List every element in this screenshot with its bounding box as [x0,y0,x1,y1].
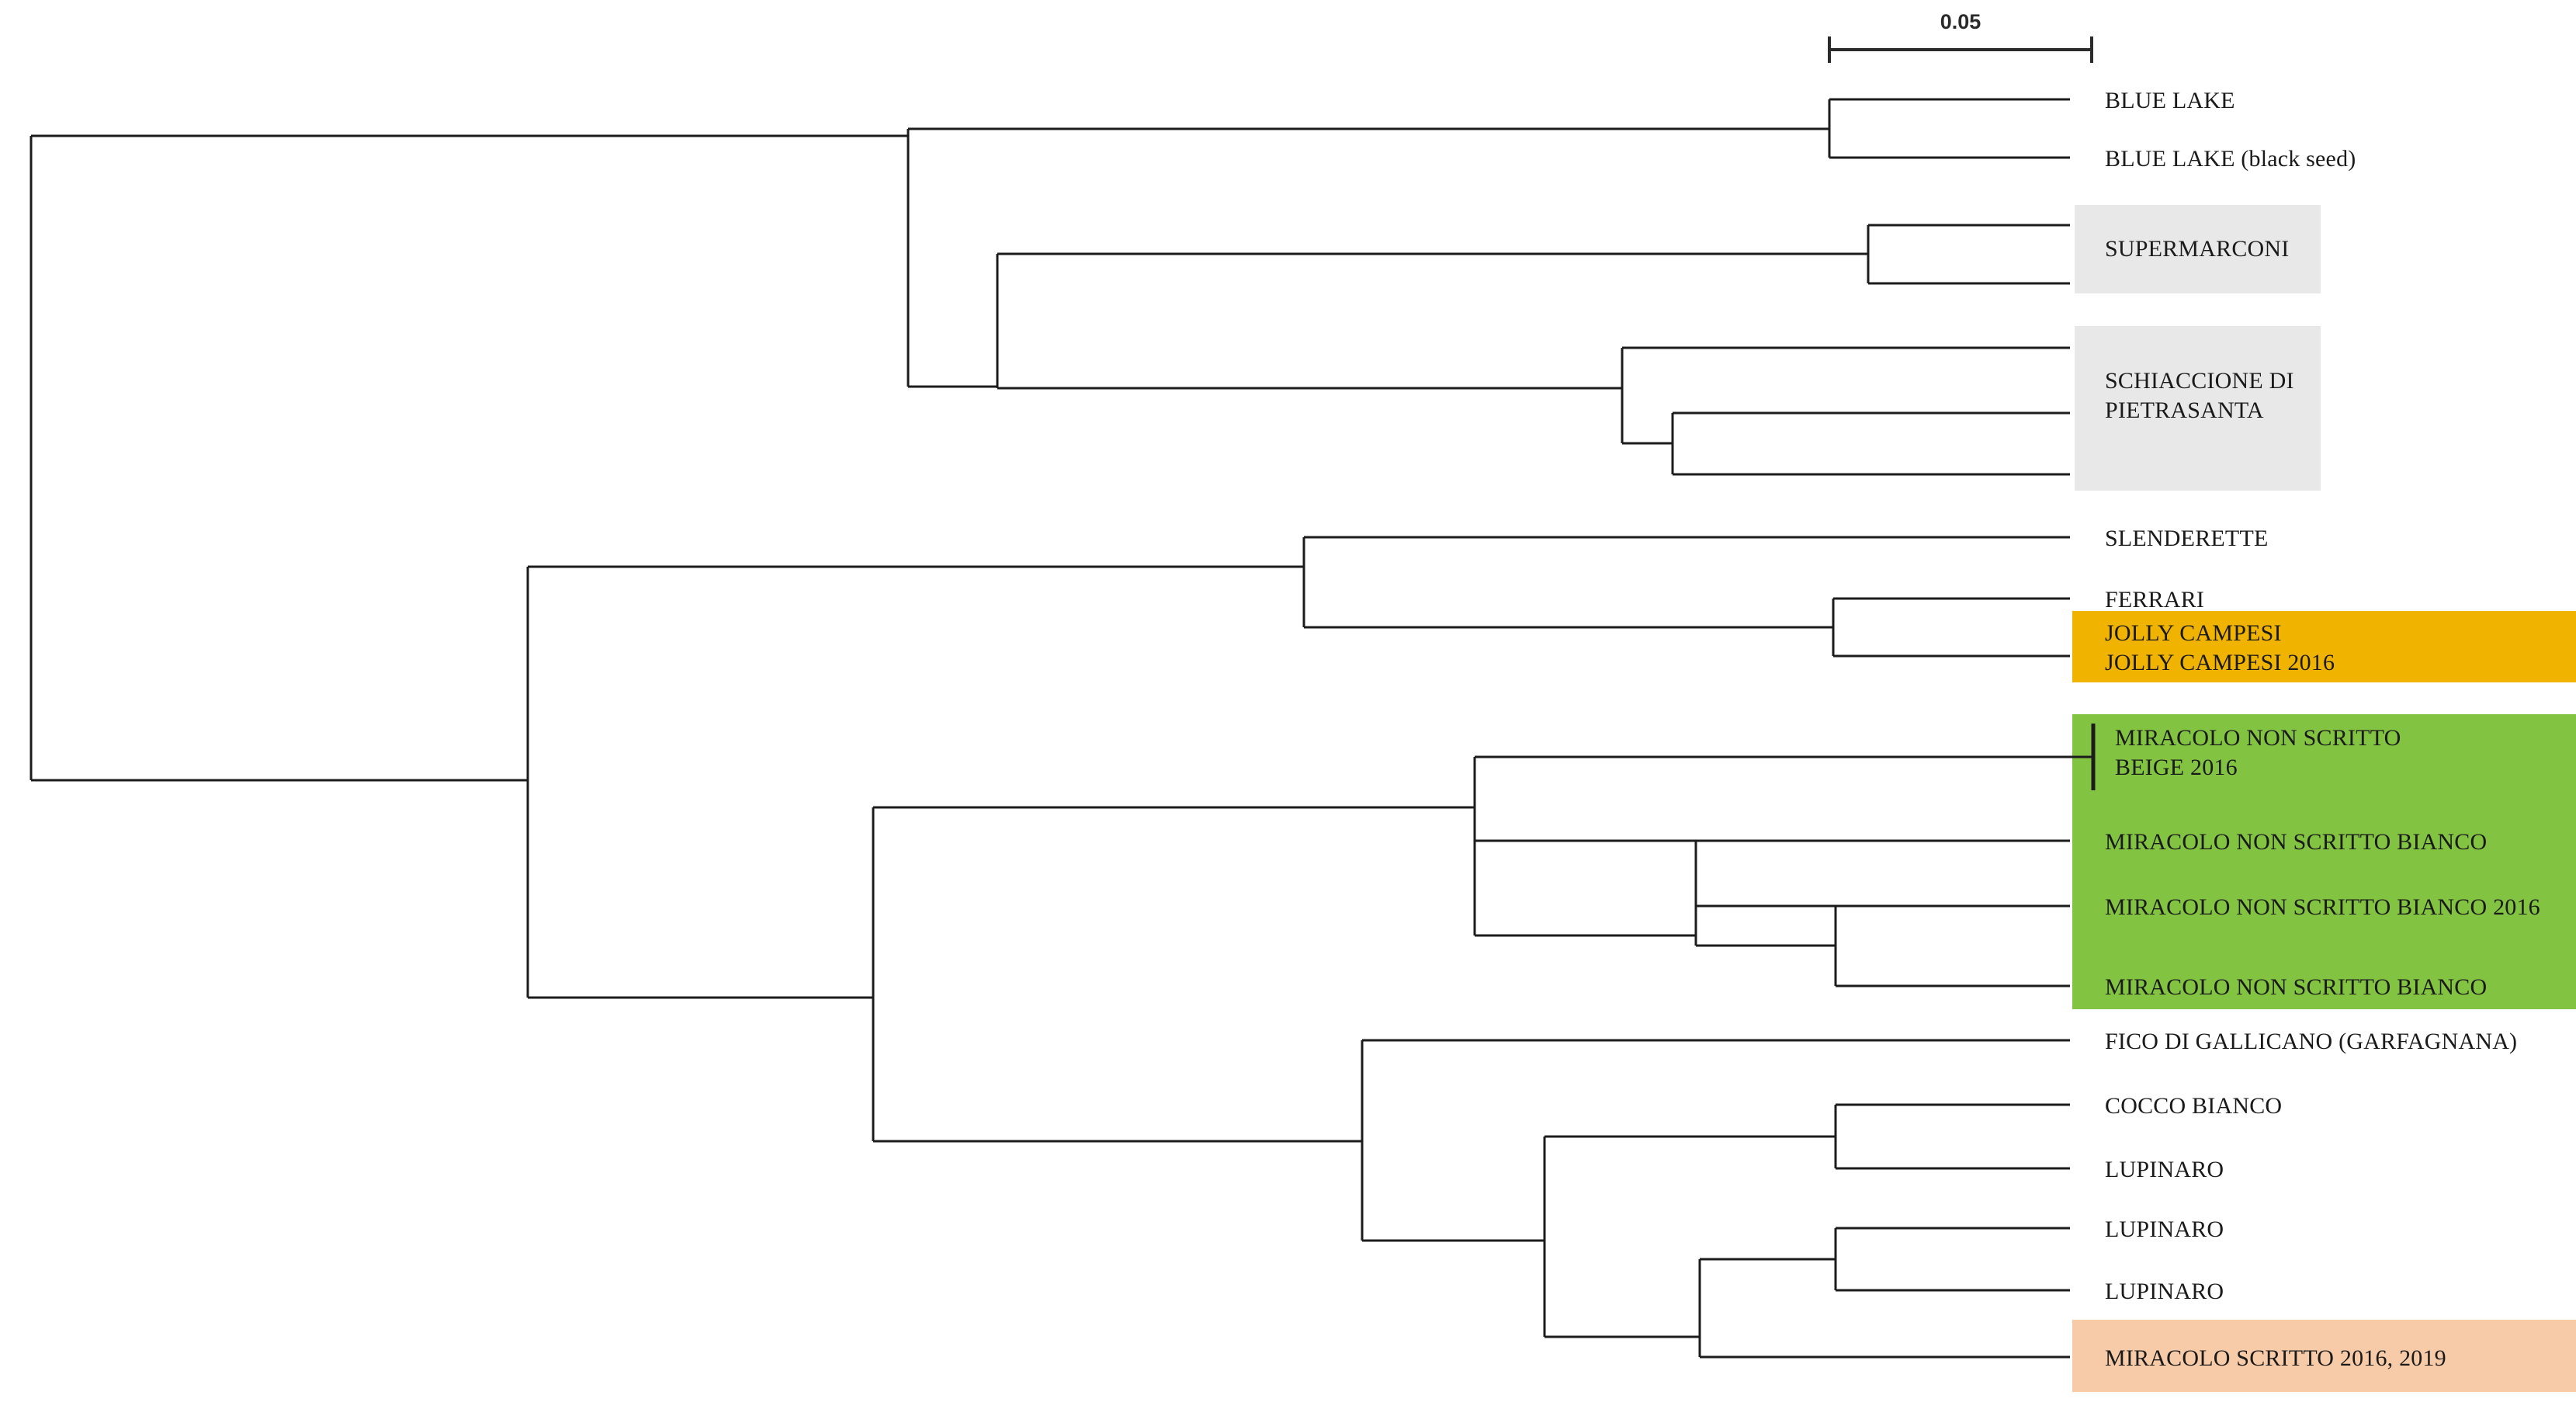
tip-label-schiaccione-a: SCHIACCIONE DI PIETRASANTA [2105,368,2294,423]
highlight-layer [2072,205,2576,1392]
tip-label-line: BLUE LAKE [2105,88,2235,113]
tip-label-supermarconi-a: SUPERMARCONI [2105,236,2289,262]
tip-label-lupinaro-3: LUPINARO [2105,1279,2224,1304]
tip-label-line: MIRACOLO NON SCRITTO BIANCO 2016 [2105,894,2540,920]
scale-bar-label: 0.05 [1940,10,1981,33]
tip-label-line: JOLLY CAMPESI [2105,620,2282,646]
tip-label-miracolo-bianco-1: MIRACOLO NON SCRITTO BIANCO [2105,829,2487,855]
schiaccione-highlight [2075,326,2321,491]
tip-label-miracolo-scritto: MIRACOLO SCRITTO 2016, 2019 [2105,1345,2446,1371]
tip-label-line: LUPINARO [2105,1216,2224,1242]
tip-label-line: BLUE LAKE (black seed) [2105,146,2356,172]
tip-label-fico-di-gallicano: FICO DI GALLICANO (GARFAGNANA) [2105,1029,2517,1054]
tip-label-blue-lake-black-seed: BLUE LAKE (black seed) [2105,146,2356,172]
branch-layer [29,98,2093,1359]
tip-label-miracolo-bianco-2016: MIRACOLO NON SCRITTO BIANCO 2016 [2105,894,2540,920]
tip-label-lupinaro-1: LUPINARO [2105,1157,2224,1182]
scale-bar: 0.05 [1828,10,2093,63]
tip-label-line: MIRACOLO NON SCRITTO BIANCO [2105,974,2487,1000]
tip-label-line: LUPINARO [2105,1279,2224,1304]
tip-label-ferrari: FERRARI [2105,587,2204,613]
tip-label-line: COCCO BIANCO [2105,1093,2282,1119]
tip-label-line: MIRACOLO NON SCRITTO [2115,725,2401,751]
tip-label-line: SUPERMARCONI [2105,236,2289,262]
miracolo-scritto-highlight [2072,1320,2576,1392]
tip-label-line: MIRACOLO SCRITTO 2016, 2019 [2105,1345,2446,1371]
tip-label-line: MIRACOLO NON SCRITTO BIANCO [2105,829,2487,855]
miracolo-bianco-highlight [2072,714,2576,1009]
tip-label-line: LUPINARO [2105,1157,2224,1182]
tip-label-blue-lake: BLUE LAKE [2105,88,2235,113]
tip-label-miracolo-beige-2016: MIRACOLO NON SCRITTO BEIGE 2016 [2115,725,2401,780]
tip-label-line: SCHIACCIONE DI [2105,368,2294,394]
supermarconi-highlight [2075,205,2321,293]
tip-label-line: FICO DI GALLICANO (GARFAGNANA) [2105,1029,2517,1054]
label-layer: BLUE LAKE BLUE LAKE (black seed) SUPERMARC… [2105,88,2540,1371]
tip-label-jolly-campesi: JOLLY CAMPESI JOLLY CAMPESI 2016 [2105,620,2335,675]
tip-label-line: JOLLY CAMPESI 2016 [2105,650,2335,675]
jolly-campesi-highlight [2072,611,2576,682]
tip-label-line: BEIGE 2016 [2115,755,2238,780]
tip-label-line: FERRARI [2105,587,2204,613]
tip-label-cocco-bianco: COCCO BIANCO [2105,1093,2282,1119]
tip-label-slenderette: SLENDERETTE [2105,526,2269,551]
tip-label-lupinaro-2: LUPINARO [2105,1216,2224,1242]
tip-label-line: PIETRASANTA [2105,397,2264,423]
tip-label-line: SLENDERETTE [2105,526,2269,551]
tip-label-miracolo-bianco-2: MIRACOLO NON SCRITTO BIANCO [2105,974,2487,1000]
